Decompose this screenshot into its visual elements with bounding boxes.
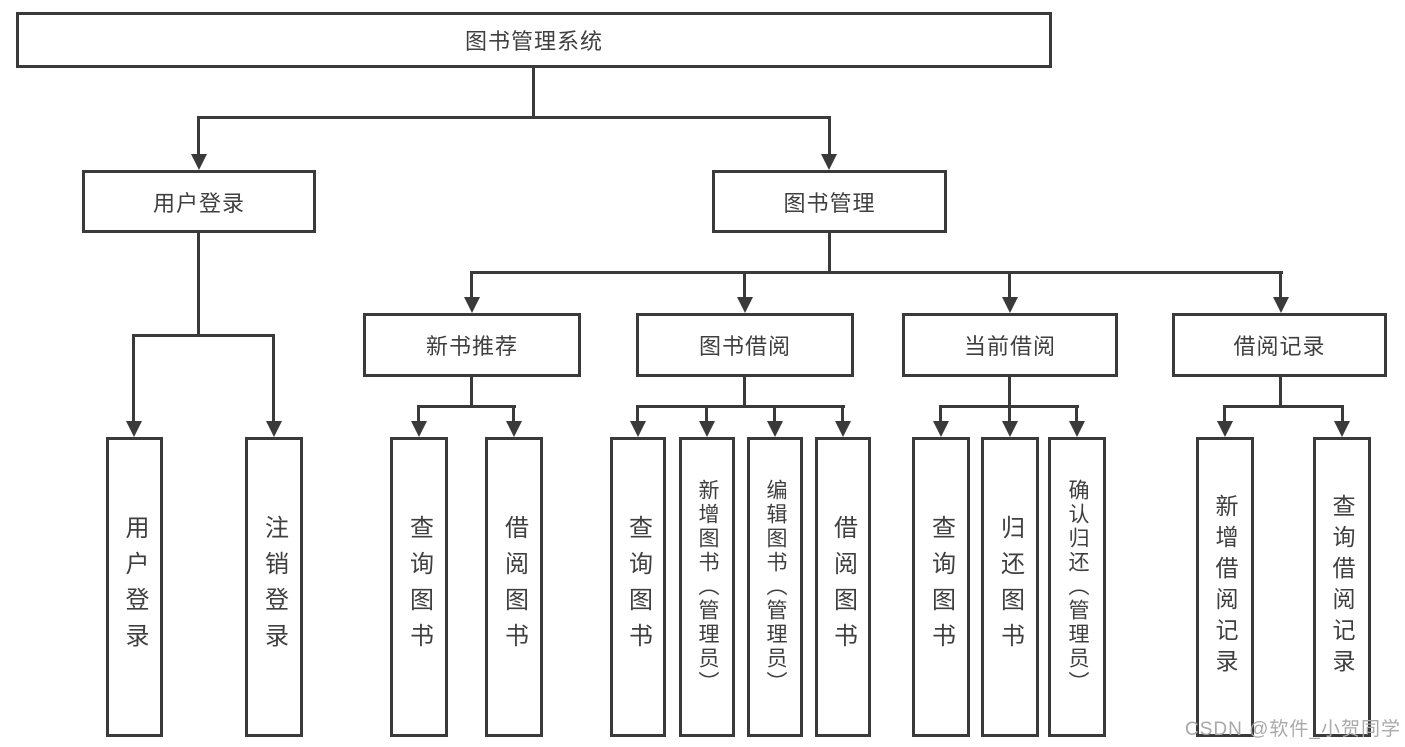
leaf-query-books-current: 查询图书 bbox=[912, 437, 970, 737]
leaf-borrow-books: 借阅图书 bbox=[815, 437, 871, 737]
arrow-down-icon bbox=[411, 421, 427, 437]
connector-hline bbox=[1223, 405, 1344, 408]
connector-vline bbox=[1008, 271, 1011, 299]
connector-vline bbox=[743, 271, 746, 299]
connector-vline bbox=[636, 405, 639, 422]
connector-vline bbox=[132, 334, 135, 422]
connector-vline bbox=[1008, 376, 1011, 408]
watermark-text: CSDN @软件_小贺同学 bbox=[1185, 719, 1401, 740]
arrow-down-icon bbox=[506, 421, 522, 437]
arrow-down-icon bbox=[699, 421, 715, 437]
connector-vline bbox=[272, 334, 275, 422]
connector-vline bbox=[828, 116, 831, 156]
connector-hline bbox=[417, 405, 516, 408]
connector-vline bbox=[470, 271, 473, 299]
connector-vline bbox=[705, 405, 708, 422]
node-user-login: 用户登录 bbox=[82, 170, 316, 233]
arrow-down-icon bbox=[191, 154, 207, 170]
arrow-down-icon bbox=[737, 297, 753, 313]
leaf-query-borrow-record: 查询借阅记录 bbox=[1313, 437, 1371, 737]
connector-vline bbox=[1008, 405, 1011, 422]
connector-hline bbox=[470, 271, 1283, 274]
leaf-add-borrow-record: 新增借阅记录 bbox=[1196, 437, 1254, 737]
arrow-down-icon bbox=[266, 421, 282, 437]
leaf-logout-login: 注销登录 bbox=[245, 437, 303, 737]
connector-vline bbox=[939, 405, 942, 422]
arrow-down-icon bbox=[821, 154, 837, 170]
connector-vline bbox=[773, 405, 776, 422]
node-new-book-recommend: 新书推荐 bbox=[363, 313, 581, 377]
connector-vline bbox=[841, 405, 844, 422]
connector-vline bbox=[1279, 271, 1282, 299]
connector-hline bbox=[636, 405, 845, 408]
arrow-down-icon bbox=[1273, 297, 1289, 313]
arrow-down-icon bbox=[1069, 421, 1085, 437]
leaf-query-books-borrow: 查询图书 bbox=[610, 437, 666, 737]
node-borrowing-records: 借阅记录 bbox=[1172, 313, 1387, 377]
connector-vline bbox=[470, 376, 473, 408]
arrow-down-icon bbox=[767, 421, 783, 437]
arrow-down-icon bbox=[933, 421, 949, 437]
connector-vline bbox=[532, 66, 535, 119]
connector-vline bbox=[197, 232, 200, 336]
arrow-down-icon bbox=[835, 421, 851, 437]
connector-hline bbox=[132, 334, 275, 337]
connector-vline bbox=[1223, 405, 1226, 422]
connector-vline bbox=[1075, 405, 1078, 422]
leaf-user-login: 用户登录 bbox=[106, 437, 163, 737]
leaf-query-books-recommend: 查询图书 bbox=[390, 437, 448, 737]
connector-vline bbox=[828, 232, 831, 274]
node-library-system: 图书管理系统 bbox=[16, 12, 1052, 68]
leaf-borrow-books-recommend: 借阅图书 bbox=[485, 437, 543, 737]
arrow-down-icon bbox=[1002, 421, 1018, 437]
node-book-borrowing: 图书借阅 bbox=[636, 313, 854, 377]
leaf-return-books: 归还图书 bbox=[981, 437, 1039, 737]
connector-vline bbox=[417, 405, 420, 422]
connector-hline bbox=[197, 116, 831, 119]
node-current-borrowing: 当前借阅 bbox=[902, 313, 1118, 377]
connector-vline bbox=[197, 116, 200, 156]
arrow-down-icon bbox=[126, 421, 142, 437]
arrow-down-icon bbox=[630, 421, 646, 437]
connector-vline bbox=[1279, 376, 1282, 408]
arrow-down-icon bbox=[1002, 297, 1018, 313]
arrow-down-icon bbox=[464, 297, 480, 313]
arrow-down-icon bbox=[1334, 421, 1350, 437]
leaf-add-book-admin: 新增图书（管理员） bbox=[679, 437, 735, 737]
connector-vline bbox=[512, 405, 515, 422]
leaf-edit-book-admin: 编辑图书（管理员） bbox=[747, 437, 803, 737]
connector-vline bbox=[1341, 405, 1344, 422]
connector-vline bbox=[743, 376, 746, 408]
leaf-confirm-return-admin: 确认归还（管理员） bbox=[1048, 437, 1106, 737]
arrow-down-icon bbox=[1217, 421, 1233, 437]
node-book-management: 图书管理 bbox=[712, 170, 947, 233]
